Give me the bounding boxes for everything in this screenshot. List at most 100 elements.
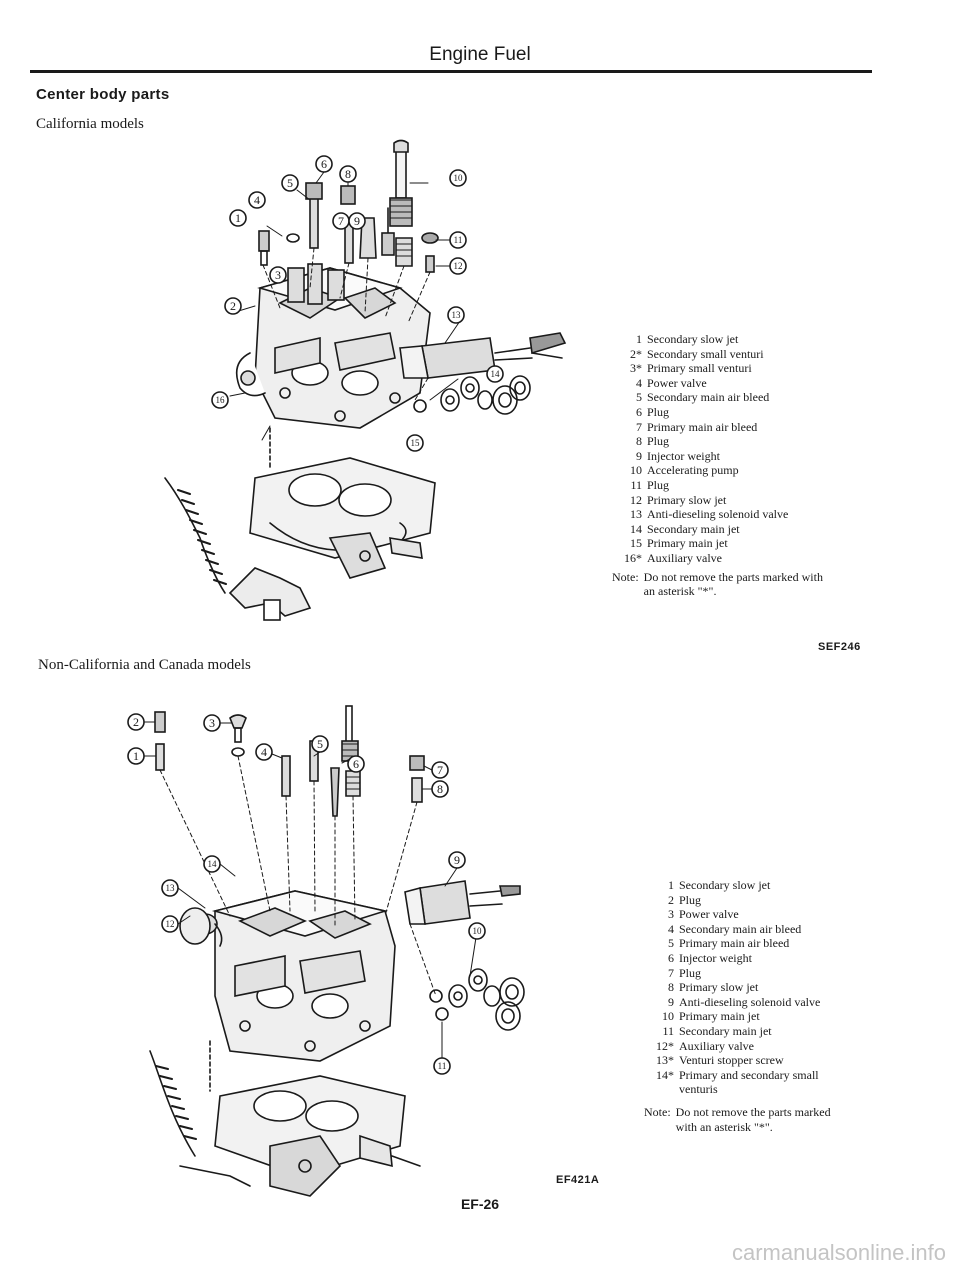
legend-item-label: Injector weight [647,448,720,463]
legend-item: 13* Venturi stopper screw [644,1053,874,1068]
legend-item-number: 2 [668,892,674,907]
legend-item-number: 6 [668,950,674,965]
california-callout-6: 6 [321,157,327,171]
noncalifornia-callout-14: 14 [208,859,218,869]
legend-item-number: 12* [656,1038,674,1053]
legend-item-number: 5 [636,390,642,405]
legend-item-number: 10 [662,1009,674,1024]
noncalifornia-callout-4: 4 [261,745,267,759]
legend-item-label: Primary main air bleed [679,936,790,951]
california-callout-7: 7 [338,214,344,228]
legend-item-label: Power valve [647,375,707,390]
legend-item-label: Auxiliary valve [647,550,722,565]
legend-item-label: Primary small venturi [647,361,752,376]
california-callout-2: 2 [230,299,236,313]
california-callout-1: 1 [235,211,241,225]
california-callout-8: 8 [345,167,351,181]
noncalifornia-callout-12: 12 [166,919,175,929]
legend-item-number: 16* [624,550,642,565]
legend-item-label: Secondary slow jet [647,332,739,346]
california-callout-5: 5 [287,176,293,190]
legend-item-label: Auxiliary valve [679,1038,754,1053]
legend-item-label: Plug [679,892,702,907]
legend-item-label: Secondary small venturi [647,346,764,361]
section-title: Center body parts [36,86,170,103]
california-figure-code: SEF246 [818,641,861,653]
legend-item-label: Secondary main air bleed [679,921,802,936]
legend-item: 12* Auxiliary valve [644,1039,874,1054]
california-parts-legend: 1 Secondary slow jet 2* Secondary small ve… [612,332,882,599]
legend-item-label: Plug [679,965,702,980]
legend-item: 2* Secondary small venturi [612,347,882,362]
legend-item-number: 5 [668,936,674,951]
noncalifornia-callout-5: 5 [317,737,323,751]
legend-item: 9 Injector weight [612,449,882,464]
noncalifornia-exploded-diagram: 1 2 3 4 5 6 7 8 9 10 11 12 13 14 [120,696,540,1201]
legend-item-number: 4 [636,375,642,390]
legend-item-number: 7 [636,419,642,434]
california-callout-16: 16 [216,395,226,405]
legend-item-label: Primary main jet [647,536,728,551]
legend-item: 14* Primary and secondary small venturis [644,1068,874,1097]
legend-item-label: Primary slow jet [679,980,759,995]
legend-note-text: Do not remove the parts marked with an a… [643,569,823,599]
noncalifornia-callout-3: 3 [209,716,215,730]
noncalifornia-callout-7: 7 [437,763,443,777]
legend-item-number: 10 [630,463,642,478]
legend-item-number: 1 [636,332,642,346]
noncalifornia-callout-9: 9 [454,853,460,867]
noncalifornia-callout-10: 10 [473,926,483,936]
legend-item-label: Primary and secondary small venturis [679,1067,819,1097]
legend-item-label: Power valve [679,907,739,922]
legend-item-number: 2* [630,346,642,361]
legend-item-number: 13 [630,507,642,522]
noncalifornia-figure-code: EF421A [556,1174,600,1186]
legend-item-label: Primary main air bleed [647,419,758,434]
noncalifornia-callout-2: 2 [133,715,139,729]
noncalifornia-callout-1: 1 [133,749,139,763]
legend-item-number: 14 [630,521,642,536]
legend-item-label: Venturi stopper screw [679,1053,784,1068]
legend-item-label: Secondary main jet [647,521,740,536]
california-callout-9: 9 [354,214,360,228]
legend-item-number: 7 [668,965,674,980]
legend-item-label: Injector weight [679,950,752,965]
legend-item-number: 9 [636,448,642,463]
california-callout-11: 11 [454,235,463,245]
legend-item-label: Secondary slow jet [679,878,771,892]
legend-item: 16* Auxiliary valve [612,551,882,566]
legend-item-number: 13* [656,1053,674,1068]
legend-item-number: 1 [668,878,674,892]
legend-note: Note: Do not remove the parts marked wit… [612,570,882,599]
california-callout-10: 10 [454,173,464,183]
legend-item-number: 8 [636,434,642,449]
legend-item-label: Secondary main air bleed [647,390,770,405]
page-number: EF-26 [460,1196,500,1212]
legend-item: 4 Power valve [612,376,882,391]
noncalifornia-callout-6: 6 [353,757,359,771]
noncalifornia-callout-13: 13 [166,883,176,893]
legend-note-label: Note: [612,569,639,584]
watermark: carmanualsonline.info [731,1240,946,1265]
legend-item-label: Primary slow jet [647,492,727,507]
legend-item-label: Anti-dieseling solenoid valve [679,994,821,1009]
california-callout-14: 14 [491,369,501,379]
legend-item-number: 9 [668,994,674,1009]
california-callout-4: 4 [254,193,260,207]
legend-item: 1 Secondary slow jet [644,878,874,893]
legend-item-number: 4 [668,921,674,936]
legend-note-label: Note: [644,1104,671,1119]
legend-item-label: Plug [647,404,670,419]
legend-item-number: 14* [656,1067,674,1082]
legend-item-number: 6 [636,404,642,419]
california-models-subtitle: California models [36,116,144,132]
